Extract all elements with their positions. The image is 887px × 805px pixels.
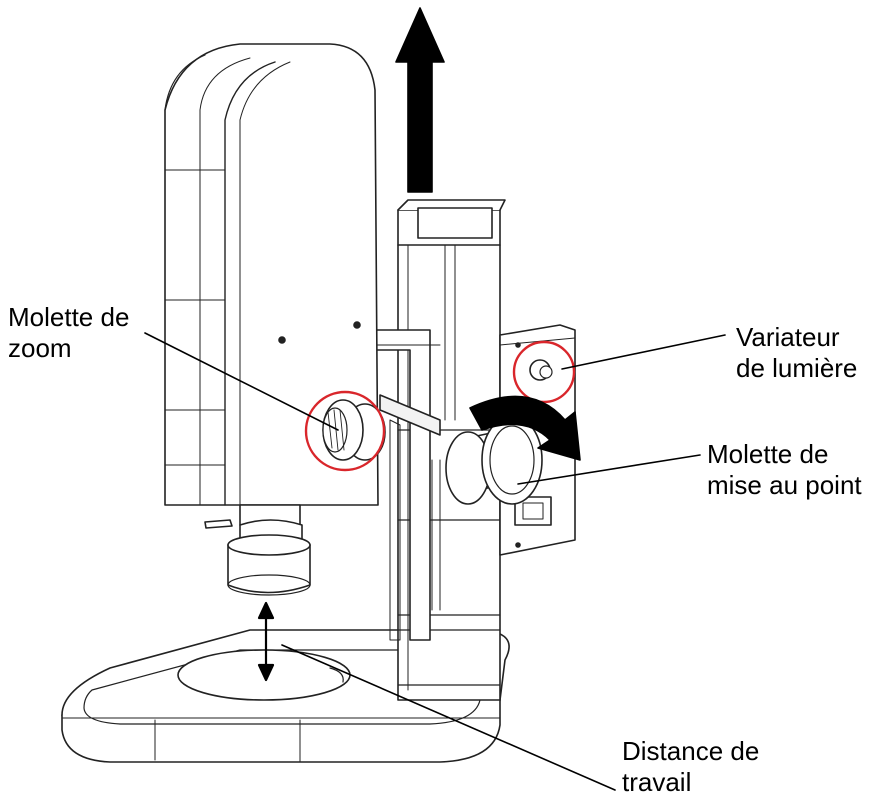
camera-head xyxy=(164,43,379,506)
light-highlight-circle xyxy=(512,340,576,404)
light-dimmer-label: Variateur de lumière xyxy=(736,322,857,384)
focus-leader-line xyxy=(517,454,701,485)
distance-leader-line xyxy=(281,644,616,791)
focus-label-line2: mise au point xyxy=(707,470,862,500)
rotation-arrow-icon xyxy=(469,395,581,461)
light-label-line1: Variateur xyxy=(736,322,840,352)
zoom-highlight-circle xyxy=(304,390,386,472)
light-label-line2: de lumière xyxy=(736,353,858,383)
ring-light xyxy=(204,504,311,596)
working-distance-label: Distance de travail xyxy=(622,736,759,798)
arm-bracket xyxy=(369,329,441,641)
zoom-knob xyxy=(322,399,386,461)
focus-knob-label: Molette de mise au point xyxy=(707,439,862,501)
distance-label-line2: travail xyxy=(622,767,692,797)
double-arrow-icon xyxy=(257,601,275,682)
zoom-knob-label: Molette de zoom xyxy=(8,302,129,364)
zoom-leader-line xyxy=(144,332,339,431)
up-arrow-icon xyxy=(395,7,445,193)
focus-label-line1: Molette de xyxy=(707,439,829,469)
zoom-label-line1: Molette de xyxy=(8,302,130,332)
zoom-label-line2: zoom xyxy=(8,333,72,363)
light-leader-line xyxy=(561,334,726,370)
distance-label-line1: Distance de xyxy=(622,736,760,766)
